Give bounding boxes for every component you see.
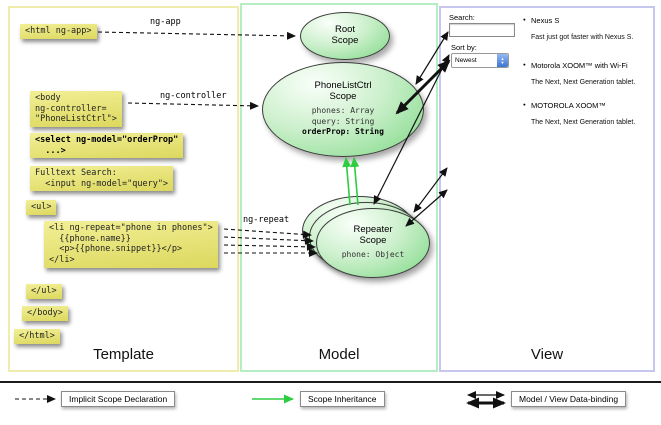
phone-description: The Next, Next Generation tablet. <box>531 79 636 86</box>
legend-binding-arrows <box>466 391 506 409</box>
phone-list-item: MOTOROLA XOOM™ The Next, Next Generation… <box>523 101 653 126</box>
legend-model-view-databinding: Model / View Data-binding <box>511 391 627 407</box>
code-block-fulltext-search-input: Fulltext Search: <input ng-model="query"… <box>30 166 174 192</box>
sort-dropdown-value: Newest <box>455 57 477 64</box>
phone-description: The Next, Next Generation tablet. <box>531 119 636 126</box>
phone-title: MOTOROLA XOOM™ <box>531 101 606 110</box>
phone-list-item: Motorola XOOM™ with Wi-Fi The Next, Next… <box>523 61 653 86</box>
sort-by-label: Sort by: <box>451 43 477 52</box>
code-block-html-close: </html> <box>14 329 60 344</box>
code-block-li-ng-repeat: <li ng-repeat="phone in phones"> {{phone… <box>44 221 218 268</box>
phone-title: Nexus S <box>531 16 560 25</box>
root-scope-title: Root Scope <box>331 24 359 46</box>
phone-list-item: Nexus S Fast just got faster with Nexus … <box>523 16 653 41</box>
bullet-icon <box>523 62 526 67</box>
search-label: Search: <box>449 13 475 22</box>
legend-scope-inheritance: Scope Inheritance <box>300 391 385 407</box>
ng-repeat-arrow-label: ng-repeat <box>243 215 290 225</box>
repeater-scope-properties: phone: Object <box>341 250 405 260</box>
phonelistctrl-scope-properties: phones: Array query: String <box>311 106 375 126</box>
ng-controller-arrow-label: ng-controller <box>160 91 227 101</box>
phonelistctrl-scope-title: PhoneListCtrl Scope <box>314 80 372 103</box>
code-block-body-close: </body> <box>22 306 68 321</box>
code-block-html-open: <html ng-app> <box>20 24 97 39</box>
ng-app-arrow-label: ng-app <box>150 17 181 27</box>
search-input <box>449 23 515 37</box>
phonelistctrl-scope-orderprop: orderProp: String <box>302 127 384 137</box>
code-block-ul-close: </ul> <box>26 284 62 299</box>
code-block-select-ng-model: <select ng-model="orderProp" ...> <box>30 133 184 159</box>
bullet-icon <box>523 102 526 107</box>
root-scope-ellipse: Root Scope <box>300 12 390 60</box>
phone-description: Fast just got faster with Nexus S. <box>531 34 634 41</box>
bullet-icon <box>523 17 526 22</box>
code-block-ul-open: <ul> <box>26 200 57 215</box>
phone-title: Motorola XOOM™ with Wi-Fi <box>531 61 628 70</box>
repeater-scope-title: Repeater Scope <box>353 224 393 247</box>
sort-dropdown: Newest <box>451 53 509 68</box>
template-panel-label: Template <box>93 346 154 363</box>
view-panel-label: View <box>530 346 564 363</box>
repeater-scope-ellipse: Repeater Scope phone: Object <box>316 208 430 278</box>
code-block-body-ng-controller: <body ng-controller= "PhoneListCtrl"> <box>30 91 122 127</box>
legend-implicit-scope-declaration: Implicit Scope Declaration <box>61 391 176 407</box>
model-panel-label: Model <box>318 346 360 363</box>
dropdown-arrows-icon <box>497 54 508 67</box>
legend-divider-line <box>0 381 661 383</box>
phonelistctrl-scope-ellipse: PhoneListCtrl Scope phones: Array query:… <box>262 62 424 157</box>
